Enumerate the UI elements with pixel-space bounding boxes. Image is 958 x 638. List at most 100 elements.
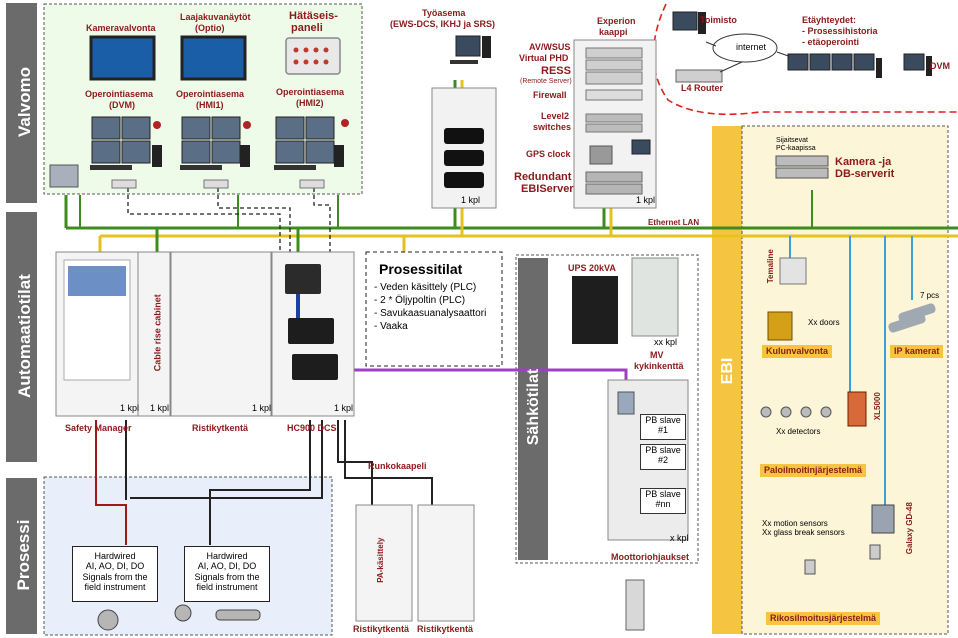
label-mv-2: kykinkenttä xyxy=(634,361,684,371)
label-risti-count: 1 kpl xyxy=(252,403,272,413)
ristikytkenta-cabinet xyxy=(170,251,272,417)
emergency-panel xyxy=(285,37,341,75)
label-risti-pa: Ristikytkentä xyxy=(353,624,410,634)
prosessitilat-box xyxy=(365,251,503,367)
label-op-hmi1-1: Operointiasema xyxy=(176,89,245,99)
pb-slave-nn-l2: #nn xyxy=(655,499,671,510)
hw2-line-3: Signals from the xyxy=(194,571,260,582)
label-op-hmi2-1: Operointiasema xyxy=(276,87,345,97)
label-temaline: Temaline xyxy=(765,249,775,284)
label-kamera-2: DB-serverit xyxy=(835,168,895,180)
label-hataseis-1: Hätäseis- xyxy=(289,10,338,22)
zone-bar-automaatiotilat xyxy=(6,212,37,462)
zone-label-automaatiotilat: Automaatiotilat xyxy=(15,274,34,398)
galaxy-panel xyxy=(871,504,895,534)
label-op-hmi2-2: (HMI2) xyxy=(296,98,324,108)
label-pa-kasittely: PA-käsittely xyxy=(375,537,385,583)
label-dvm: DVM xyxy=(930,61,950,71)
prosessitilat-item-1: - Veden käsittely (PLC) xyxy=(374,282,477,293)
label-risti-2: Ristikytkentä xyxy=(417,624,474,634)
prosessitilat-item-2: - 2 * Öljypoltin (PLC) xyxy=(374,295,466,306)
label-ethernet-lan: Ethernet LAN xyxy=(648,218,700,227)
label-xx-detectors: Xx detectors xyxy=(776,427,821,436)
label-7pcs: 7 pcs xyxy=(920,291,940,300)
fire-panel xyxy=(847,391,867,427)
zone-label-ebi: EBI xyxy=(719,357,736,385)
label-redundant-2: EBIServer xyxy=(521,183,574,195)
hw1-line-1: Hardwired xyxy=(94,551,136,561)
label-xx-doors: Xx doors xyxy=(808,318,840,327)
label-cable-rise-count: 1 kpl xyxy=(150,403,170,413)
label-tyoasema: Työasema xyxy=(422,8,466,18)
widescreen-monitor xyxy=(180,35,247,81)
pb-slave-1-l1: PB slave xyxy=(645,415,681,425)
label-etayhteydet-1: - Prosessihistoria xyxy=(802,26,878,36)
label-level2-2: switches xyxy=(533,122,572,132)
ristikytkenta-cabinet-2 xyxy=(417,504,475,622)
operator-station-dvm xyxy=(90,116,162,189)
zone-bar-sahkotilat xyxy=(518,258,548,560)
label-rikos: Rikosilmoitusjärjestelmä xyxy=(766,612,881,626)
label-experion-1: Experion xyxy=(597,16,636,26)
prosessitilat-title: Prosessitilat xyxy=(379,261,463,277)
office-pc xyxy=(672,11,698,31)
frequency-converter xyxy=(625,579,645,631)
pb-slave-2-l1: PB slave xyxy=(645,445,681,455)
mv-switchgear xyxy=(631,257,679,337)
ebi-server-1 xyxy=(775,155,829,167)
label-paloilmoitin: Paloilmoitinjärjestelmä xyxy=(760,464,867,478)
label-tyoasema-count: 1 kpl xyxy=(461,195,481,205)
cable-rise-cabinet xyxy=(137,251,171,417)
label-mv-1: MV xyxy=(650,350,664,360)
label-kameravalvonta: Kameravalvonta xyxy=(86,23,156,33)
workstation-monitor xyxy=(455,35,481,57)
pb-slave-nn-l1: PB slave xyxy=(645,489,681,499)
label-toimisto: Toimisto xyxy=(700,15,737,25)
label-moottori-count: x kpl xyxy=(670,533,689,543)
workstation-cabinet xyxy=(431,87,497,209)
ebi-server-2 xyxy=(775,167,829,179)
internet-cloud xyxy=(712,33,778,63)
label-ups: UPS 20kVA xyxy=(568,263,616,273)
label-mv-count: xx kpl xyxy=(654,337,678,347)
hw1-line-2: AI, AO, DI, DO xyxy=(85,561,145,572)
pb-slave-1-l2: #1 xyxy=(657,425,668,436)
label-laajakuva-2: (Optio) xyxy=(195,23,225,33)
label-l4router: L4 Router xyxy=(681,83,724,93)
label-internet: internet xyxy=(736,42,767,52)
label-etayhteydet: Etäyhteydet: xyxy=(802,15,857,25)
label-glass: Xx glass break sensors xyxy=(762,528,845,537)
pb-slave-1: PB slave #1 xyxy=(640,414,686,440)
hw2-line-1: Hardwired xyxy=(206,551,248,561)
label-op-dvm-1: Operointiasema xyxy=(85,89,154,99)
label-experion-count: 1 kpl xyxy=(636,195,656,205)
label-runkokaapeli: Runkokaapeli xyxy=(368,461,427,471)
label-redundant-1: Redundant xyxy=(514,171,572,183)
label-experion-2: kaappi xyxy=(599,27,628,37)
zone-label-sahkotilat: Sähkötilat xyxy=(525,368,542,446)
hardwired-box-2: Hardwired AI, AO, DI, DO Signals from th… xyxy=(184,546,270,602)
label-kulunvalvonta: Kulunvalvonta xyxy=(762,345,833,359)
label-galaxy: Galaxy GD-48 xyxy=(904,502,914,555)
operator-station-hmi2 xyxy=(274,116,349,189)
label-ress: RESS xyxy=(541,65,571,77)
label-cable-rise: Cable rise cabinet xyxy=(152,294,163,372)
label-xl5000: XL5000 xyxy=(872,392,882,421)
zone-bar-prosessi xyxy=(6,478,37,634)
pb-slave-nn: PB slave #nn xyxy=(640,488,686,514)
label-gps: GPS clock xyxy=(526,149,571,159)
label-hc900: HC900 DCS xyxy=(287,423,337,433)
prosessitilat-item-3: - Savukaasuanalysaattori xyxy=(374,308,487,319)
ebi-area xyxy=(741,125,949,635)
zone-bar-valvomo xyxy=(6,3,37,203)
field-instrument-icon xyxy=(97,609,119,631)
camera-monitor xyxy=(89,35,156,81)
label-level2-1: Level2 xyxy=(541,111,570,121)
label-firewall: Firewall xyxy=(533,90,567,100)
label-ress-sub: (Remote Server) xyxy=(520,78,572,85)
hw2-line-4: field instrument xyxy=(196,582,258,593)
label-av-2: Virtual PHD xyxy=(519,53,569,63)
hardwired-box-1: Hardwired AI, AO, DI, DO Signals from th… xyxy=(72,546,158,602)
hw2-line-2: AI, AO, DI, DO xyxy=(197,561,257,572)
l4-router xyxy=(675,69,723,83)
